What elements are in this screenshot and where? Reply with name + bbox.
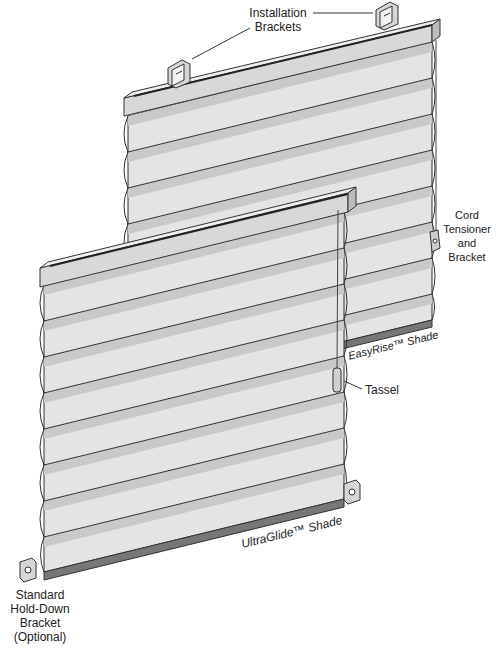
part-label: Installation Brackets [236,6,320,34]
part-label: Tassel [365,383,425,397]
part-label: Cord Tensioner and Bracket [442,208,492,264]
part-label: Standard Hold-Down Bracket (Optional) [6,588,74,644]
